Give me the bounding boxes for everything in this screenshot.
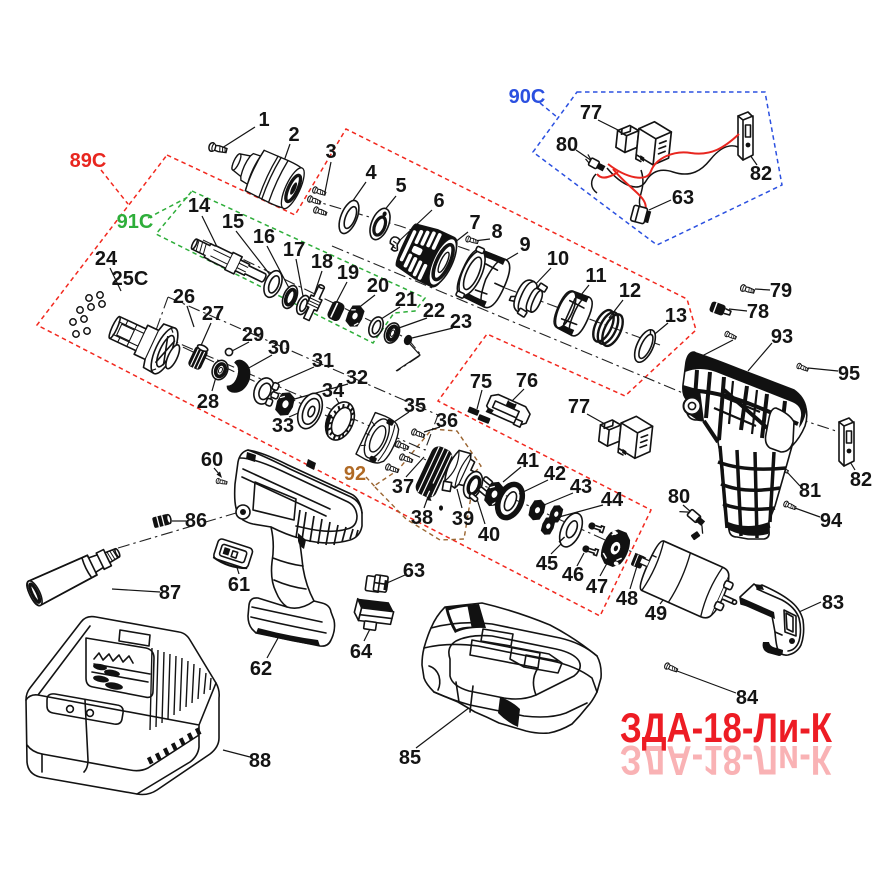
svg-text:78: 78	[747, 301, 769, 323]
svg-text:33: 33	[272, 415, 294, 437]
svg-text:63: 63	[672, 187, 694, 209]
svg-text:95: 95	[838, 363, 860, 385]
svg-text:83: 83	[822, 592, 844, 614]
svg-text:28: 28	[197, 391, 219, 413]
svg-text:32: 32	[346, 367, 368, 389]
svg-text:88: 88	[249, 750, 271, 772]
svg-text:17: 17	[283, 239, 305, 261]
svg-text:2: 2	[288, 124, 299, 146]
svg-text:6: 6	[433, 190, 444, 212]
svg-text:94: 94	[820, 510, 843, 532]
svg-text:37: 37	[392, 476, 414, 498]
svg-text:93: 93	[771, 326, 793, 348]
svg-text:60: 60	[201, 449, 223, 471]
svg-text:27: 27	[202, 303, 224, 325]
svg-text:64: 64	[350, 641, 373, 663]
svg-text:34: 34	[322, 380, 345, 402]
svg-text:16: 16	[253, 226, 275, 248]
svg-text:87: 87	[159, 582, 181, 604]
svg-text:8: 8	[491, 221, 502, 243]
svg-text:13: 13	[665, 305, 687, 327]
svg-text:42: 42	[544, 463, 566, 485]
svg-text:38: 38	[411, 507, 433, 529]
svg-text:43: 43	[570, 476, 592, 498]
svg-text:62: 62	[250, 658, 272, 680]
svg-text:76: 76	[516, 370, 538, 392]
svg-text:45: 45	[536, 553, 558, 575]
svg-text:24: 24	[95, 248, 118, 270]
svg-text:90C: 90C	[509, 86, 546, 108]
svg-text:89C: 89C	[70, 150, 107, 172]
svg-text:80: 80	[668, 486, 690, 508]
svg-text:86: 86	[185, 510, 207, 532]
svg-text:7: 7	[469, 212, 480, 234]
svg-text:9: 9	[519, 234, 530, 256]
svg-text:ЗДА-18-Ли-К: ЗДА-18-Ли-К	[620, 737, 832, 784]
svg-text:30: 30	[268, 337, 290, 359]
svg-text:14: 14	[188, 195, 211, 217]
svg-text:3: 3	[325, 141, 336, 163]
svg-text:46: 46	[562, 564, 584, 586]
svg-text:23: 23	[450, 311, 472, 333]
svg-text:26: 26	[173, 286, 195, 308]
svg-text:36: 36	[436, 410, 458, 432]
svg-text:80: 80	[556, 134, 578, 156]
svg-text:44: 44	[601, 489, 624, 511]
svg-text:10: 10	[547, 248, 569, 270]
svg-text:29: 29	[242, 324, 264, 346]
svg-text:92: 92	[344, 463, 366, 485]
svg-text:35: 35	[404, 395, 426, 417]
svg-text:79: 79	[770, 280, 792, 302]
svg-text:77: 77	[580, 102, 602, 124]
svg-text:5: 5	[395, 175, 406, 197]
svg-text:84: 84	[736, 687, 759, 709]
svg-text:47: 47	[586, 576, 608, 598]
svg-text:39: 39	[452, 508, 474, 530]
svg-text:61: 61	[228, 574, 250, 596]
svg-text:11: 11	[585, 265, 606, 287]
svg-text:82: 82	[850, 469, 872, 491]
svg-text:22: 22	[423, 300, 445, 322]
svg-text:25C: 25C	[112, 268, 149, 290]
svg-text:82: 82	[750, 163, 772, 185]
svg-text:91C: 91C	[117, 211, 154, 233]
svg-text:63: 63	[403, 560, 425, 582]
svg-text:77: 77	[568, 396, 590, 418]
svg-text:18: 18	[311, 251, 333, 273]
svg-text:75: 75	[470, 371, 492, 393]
svg-text:21: 21	[395, 289, 417, 311]
svg-text:41: 41	[517, 450, 539, 472]
svg-text:85: 85	[399, 747, 421, 769]
svg-text:ЗДА-18-Ли-К: ЗДА-18-Ли-К	[620, 704, 832, 751]
svg-text:1: 1	[258, 109, 269, 131]
svg-text:48: 48	[616, 588, 638, 610]
svg-text:40: 40	[478, 524, 500, 546]
svg-text:19: 19	[337, 262, 359, 284]
svg-text:81: 81	[799, 480, 821, 502]
svg-text:12: 12	[619, 280, 641, 302]
svg-text:49: 49	[645, 603, 667, 625]
svg-text:4: 4	[365, 162, 377, 184]
svg-text:15: 15	[222, 211, 244, 233]
svg-text:20: 20	[367, 275, 389, 297]
svg-text:31: 31	[312, 350, 334, 372]
